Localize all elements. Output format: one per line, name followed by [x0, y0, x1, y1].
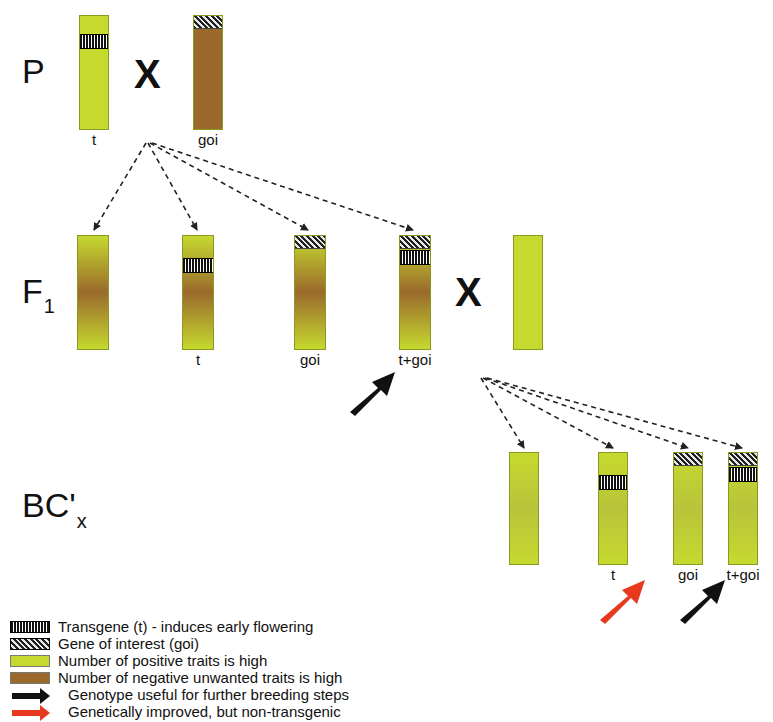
chromosome-bar: goi [193, 15, 223, 130]
transgene-mark [183, 258, 213, 273]
legend-text: Transgene (t) - induces early flowering [58, 618, 313, 635]
gene-of-interest-mark [400, 236, 430, 249]
chromosome-bar [509, 452, 539, 565]
chromosome-bar: t+goi [728, 452, 758, 565]
genotype-label: goi [300, 351, 320, 368]
cross-symbol: X [134, 52, 161, 97]
selection-arrow [350, 372, 395, 416]
chromosome-bar: goi [294, 235, 326, 350]
legend-swatch [10, 655, 50, 667]
generation-subscript: x [77, 510, 87, 533]
legend-pattern [10, 621, 50, 633]
non-transgenic-arrow [600, 580, 645, 624]
generation-label: P [22, 52, 45, 91]
generation-subscript: 1 [44, 295, 55, 318]
gene-of-interest-mark [729, 453, 757, 466]
chromosome-bar: t [598, 452, 628, 565]
legend-text: Number of positive traits is high [58, 652, 267, 669]
transgene-mark [80, 34, 108, 49]
transgene-mark [729, 467, 757, 482]
gene-of-interest-mark [674, 453, 702, 466]
legend-text: Number of negative unwanted traits is hi… [58, 669, 342, 686]
generation-label: F [22, 272, 43, 311]
gene-of-interest-mark [295, 236, 325, 249]
chromosome-bar: t+goi [399, 235, 431, 350]
genotype-label: t [611, 566, 615, 583]
genotype-label: t+goi [727, 566, 760, 583]
cross-symbol: X [455, 270, 482, 315]
chromosome-bar: goi [673, 452, 703, 565]
chromosome-bar: t [182, 235, 214, 350]
legend-pattern [10, 638, 50, 650]
chromosome-bar [77, 235, 109, 350]
legend-swatch [10, 672, 50, 684]
genotype-label: goi [198, 131, 218, 148]
legend-arrow [12, 688, 50, 704]
gene-of-interest-mark [194, 16, 222, 29]
genotype-label: goi [678, 566, 698, 583]
genotype-label: t [196, 351, 200, 368]
legend-arrow [12, 705, 50, 721]
genotype-label: t [92, 131, 96, 148]
legend-text: Genotype useful for further breeding ste… [68, 686, 349, 703]
legend-text: Genetically improved, but non-transgenic [68, 703, 341, 720]
chromosome-bar: t [79, 15, 109, 130]
transgene-mark [599, 475, 627, 490]
legend-text: Gene of interest (goi) [58, 635, 199, 652]
transgene-mark [400, 250, 430, 265]
genotype-label: t+goi [399, 351, 432, 368]
generation-label: BC' [22, 486, 76, 525]
chromosome-bar [513, 235, 543, 350]
selection-arrow [680, 580, 725, 624]
cross-arrows [94, 143, 742, 448]
